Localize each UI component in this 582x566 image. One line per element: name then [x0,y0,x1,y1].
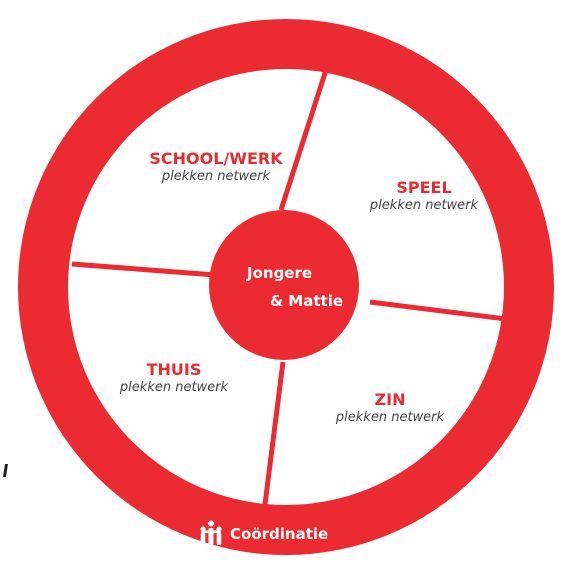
sector-title: SCHOOL/WERK [149,149,283,168]
divider-bottom [260,361,286,521]
center-label-line1: Jongere [247,264,313,282]
sector-thuis: THUIS plekken netwerk [112,360,236,396]
sector-subtitle: plekken netwerk [161,169,271,184]
divider-right [369,299,531,325]
sector-subtitle: plekken netwerk [369,198,479,213]
sector-zin: ZIN plekken netwerk [328,390,452,426]
sector-title: SPEEL [396,178,452,197]
sector-subtitle: plekken netwerk [335,410,445,425]
sector-title: THUIS [146,360,202,379]
center-circle [209,210,359,360]
sector-title: ZIN [374,390,406,409]
comma-mark [3,464,8,477]
sector-subtitle: plekken netwerk [119,380,229,395]
coordination-text: Coördinatie [230,525,329,543]
divider-left [71,261,216,278]
people-group-icon [200,520,222,545]
sector-school-werk: SCHOOL/WERK plekken netwerk [142,149,290,185]
center-label-line2: & Mattie [270,292,344,310]
divider-top [278,69,329,211]
coordination-label: Coördinatie [198,519,328,549]
sector-speel: SPEEL plekken netwerk [362,178,486,214]
